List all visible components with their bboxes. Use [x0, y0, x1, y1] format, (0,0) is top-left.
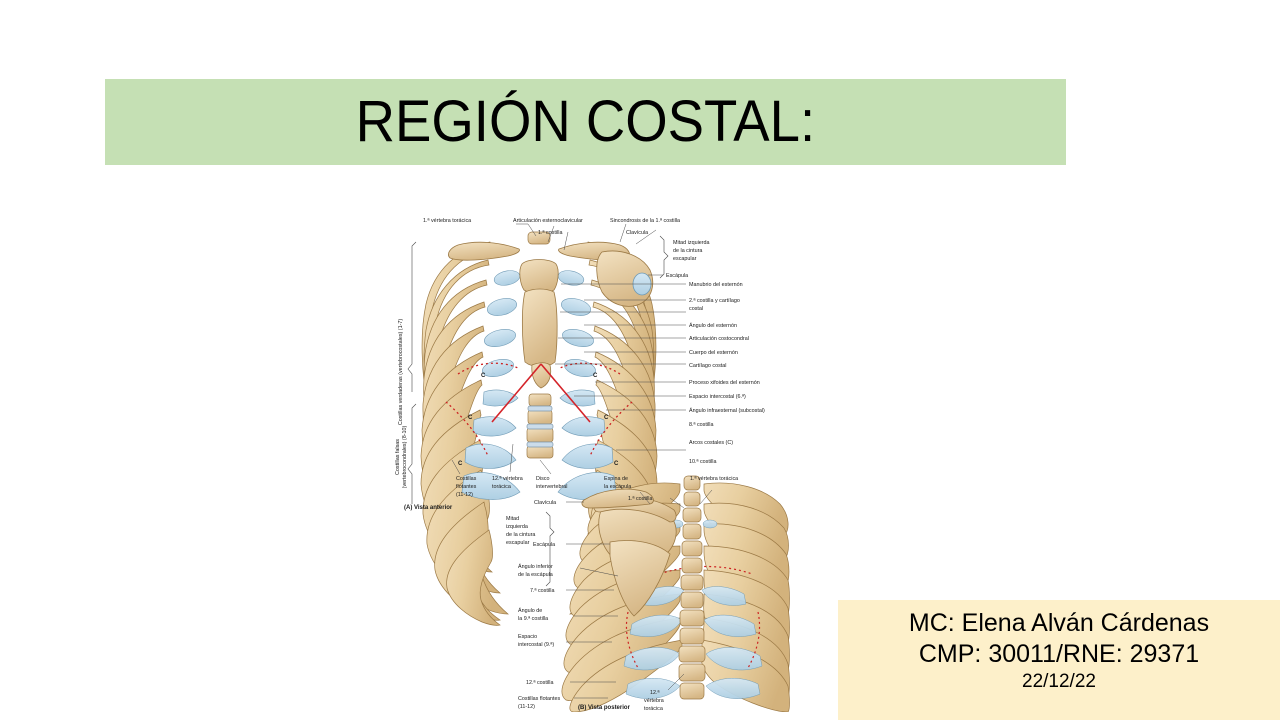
title-banner: REGIÓN COSTAL:	[105, 79, 1066, 165]
label-scapula-a: Escápula	[666, 273, 688, 279]
label-sternoclavicular-joint: Articulación esternoclavicular	[513, 218, 583, 224]
label-clavicle-a: Clavícula	[626, 230, 648, 236]
label-1st-thoracic-vertebra-a: 1.ª vértebra torácica	[423, 218, 471, 224]
label-scapular-spine-l1: Espina de	[604, 476, 628, 482]
panel-a-bottom-leaders	[451, 443, 552, 475]
label-intercostal-space-9-l2: intercostal (9.ª)	[518, 642, 554, 648]
svg-text:C: C	[481, 373, 486, 379]
label-left-half-shoulder-girdle-a-l2: de la cintura	[673, 248, 702, 254]
panel-b-bottom-leader	[667, 673, 685, 691]
label-costochondral-joint: Articulación costocondral	[689, 336, 749, 342]
presenter-license: CMP: 30011/RNE: 29371	[918, 640, 1200, 669]
panel-a-left-braces	[407, 241, 417, 504]
label-intercostal-space-9-l1: Espacio	[518, 634, 537, 640]
label-infrasternal-angle: Ángulo infraesternal (subcostal)	[689, 407, 765, 414]
label-left-half-shoulder-girdle-b-l1: Mitad	[506, 516, 519, 522]
label-inferior-angle-scapula-l1: Ángulo inferior	[518, 563, 553, 570]
panel-b-caption: (B) Vista posterior	[578, 705, 631, 711]
label-sternum-body: Cuerpo del esternón	[689, 350, 738, 356]
label-sternal-angle: Ángulo del esternón	[689, 322, 737, 329]
label-costal-arches: Arcos costales (C)	[689, 440, 733, 446]
label-manubrium: Manubrio del esternón	[689, 282, 743, 288]
label-1st-thoracic-vertebra-b: 1.ª vértebra torácica	[690, 476, 738, 482]
label-10th-rib-a: 10.ª costilla	[689, 459, 716, 465]
label-intervertebral-disc-l1: Disco	[536, 476, 549, 482]
panel-b-top-leaders	[566, 489, 713, 509]
vertebral-column-posterior	[678, 475, 706, 700]
svg-text:C: C	[593, 373, 598, 379]
label-left-half-shoulder-girdle-a-l3: escapular	[673, 256, 697, 262]
label-12th-vertebra-a-l1: 12.ª vértebra	[492, 476, 523, 482]
panel-a-top-leaders	[516, 223, 657, 251]
panel-a-caption: (A) Vista anterior	[404, 505, 453, 511]
svg-text:C: C	[468, 415, 473, 421]
label-floating-ribs-b-l1: Costillas flotantes	[518, 696, 561, 702]
label-costal-cartilage: Cartílago costal	[689, 363, 726, 369]
page-title: REGIÓN COSTAL:	[355, 89, 816, 154]
label-12th-vertebra-a-l2: torácica	[492, 484, 511, 490]
right-brace-shoulder-girdle	[659, 235, 669, 279]
label-xiphoid-process: Proceso xifoides del esternón	[689, 380, 760, 386]
label-true-ribs: Costillas verdaderas (vertebrocostales) …	[398, 319, 404, 426]
label-false-ribs-line1: Costillas falsas	[395, 439, 401, 475]
costal-margin-dots	[445, 362, 633, 457]
label-2nd-rib-cartilage-l2: costal	[689, 306, 703, 312]
label-floating-ribs-b-l2: (11-12)	[518, 704, 535, 710]
label-12th-vertebra-b-l3: torácica	[644, 706, 663, 712]
label-12th-rib: 12.ª costilla	[526, 680, 553, 686]
label-inferior-angle-scapula-l2: de la escápula	[518, 572, 553, 578]
svg-text:C: C	[604, 415, 609, 421]
label-clavicle-b: Clavícula	[534, 500, 556, 506]
presenter-name: MC: Elena Alván Cárdenas	[908, 609, 1210, 637]
infrasternal-angle-marker	[491, 363, 591, 423]
svg-text:C: C	[614, 461, 619, 467]
left-brace-shoulder-girdle-b	[545, 511, 555, 587]
posterior-costal-dots	[625, 565, 761, 669]
label-scapula-b: Escápula	[533, 542, 555, 548]
label-floating-ribs-a-l3: (11-12)	[456, 492, 473, 498]
label-1st-rib-b: 1.ª costilla	[628, 496, 652, 502]
label-floating-ribs-a-l2: flotantes	[456, 484, 477, 490]
label-scapular-spine-l2: la escápula	[604, 484, 631, 490]
costal-arch-markers: C C C C C C	[458, 373, 619, 467]
label-floating-ribs-a-l1: Costillas	[456, 476, 477, 482]
label-left-half-shoulder-girdle-b-l3: de la cintura	[506, 532, 535, 538]
label-false-ribs-line2: (vertebrocondrales) (8-10)	[402, 425, 408, 488]
label-intercostal-space-6: Espacio intercostal (6.ª)	[689, 394, 746, 400]
svg-text:C: C	[458, 461, 463, 467]
presentation-date: 22/12/22	[1022, 670, 1096, 692]
label-angle-9th-rib-l2: la 9.ª costilla	[518, 616, 548, 622]
label-intervertebral-disc-l2: intervertebral	[536, 484, 567, 490]
panel-b-left-leaders	[566, 543, 619, 699]
label-left-half-shoulder-girdle-b-l2: izquierda	[506, 524, 528, 530]
label-left-half-shoulder-girdle-b-l4: escapular	[506, 540, 530, 546]
label-angle-9th-rib-l1: Ángulo de	[518, 607, 542, 614]
panel-a-right-leaders	[555, 274, 686, 451]
presenter-credit-box: MC: Elena Alván Cárdenas CMP: 30011/RNE:…	[838, 600, 1280, 720]
ribcage-anterior-left	[420, 241, 509, 626]
label-8th-rib: 8.ª costilla	[689, 422, 713, 428]
label-left-half-shoulder-girdle-a-l1: Mitad izquierda	[673, 240, 710, 246]
clavicle-posterior	[581, 488, 654, 509]
label-12th-vertebra-b-l2: vértebra	[644, 698, 664, 704]
panel-b-posterior: Clavícula Espina de la escápula 1.ª cost…	[506, 475, 790, 712]
label-1st-rib-a: 1.ª costilla	[538, 230, 562, 236]
label-synchondrosis-1st-rib: Sincondrosis de la 1.ª costilla	[610, 218, 680, 224]
label-2nd-rib-cartilage-l1: 2.ª costilla y cartílago	[689, 298, 740, 304]
label-12th-vertebra-b-l1: 12.ª	[650, 690, 660, 696]
label-7th-rib: 7.ª costilla	[530, 588, 554, 594]
thoracic-cage-figure: C C C C C C Costillas verdaderas (verteb…	[388, 212, 790, 712]
vertebral-column-anterior	[526, 231, 554, 459]
